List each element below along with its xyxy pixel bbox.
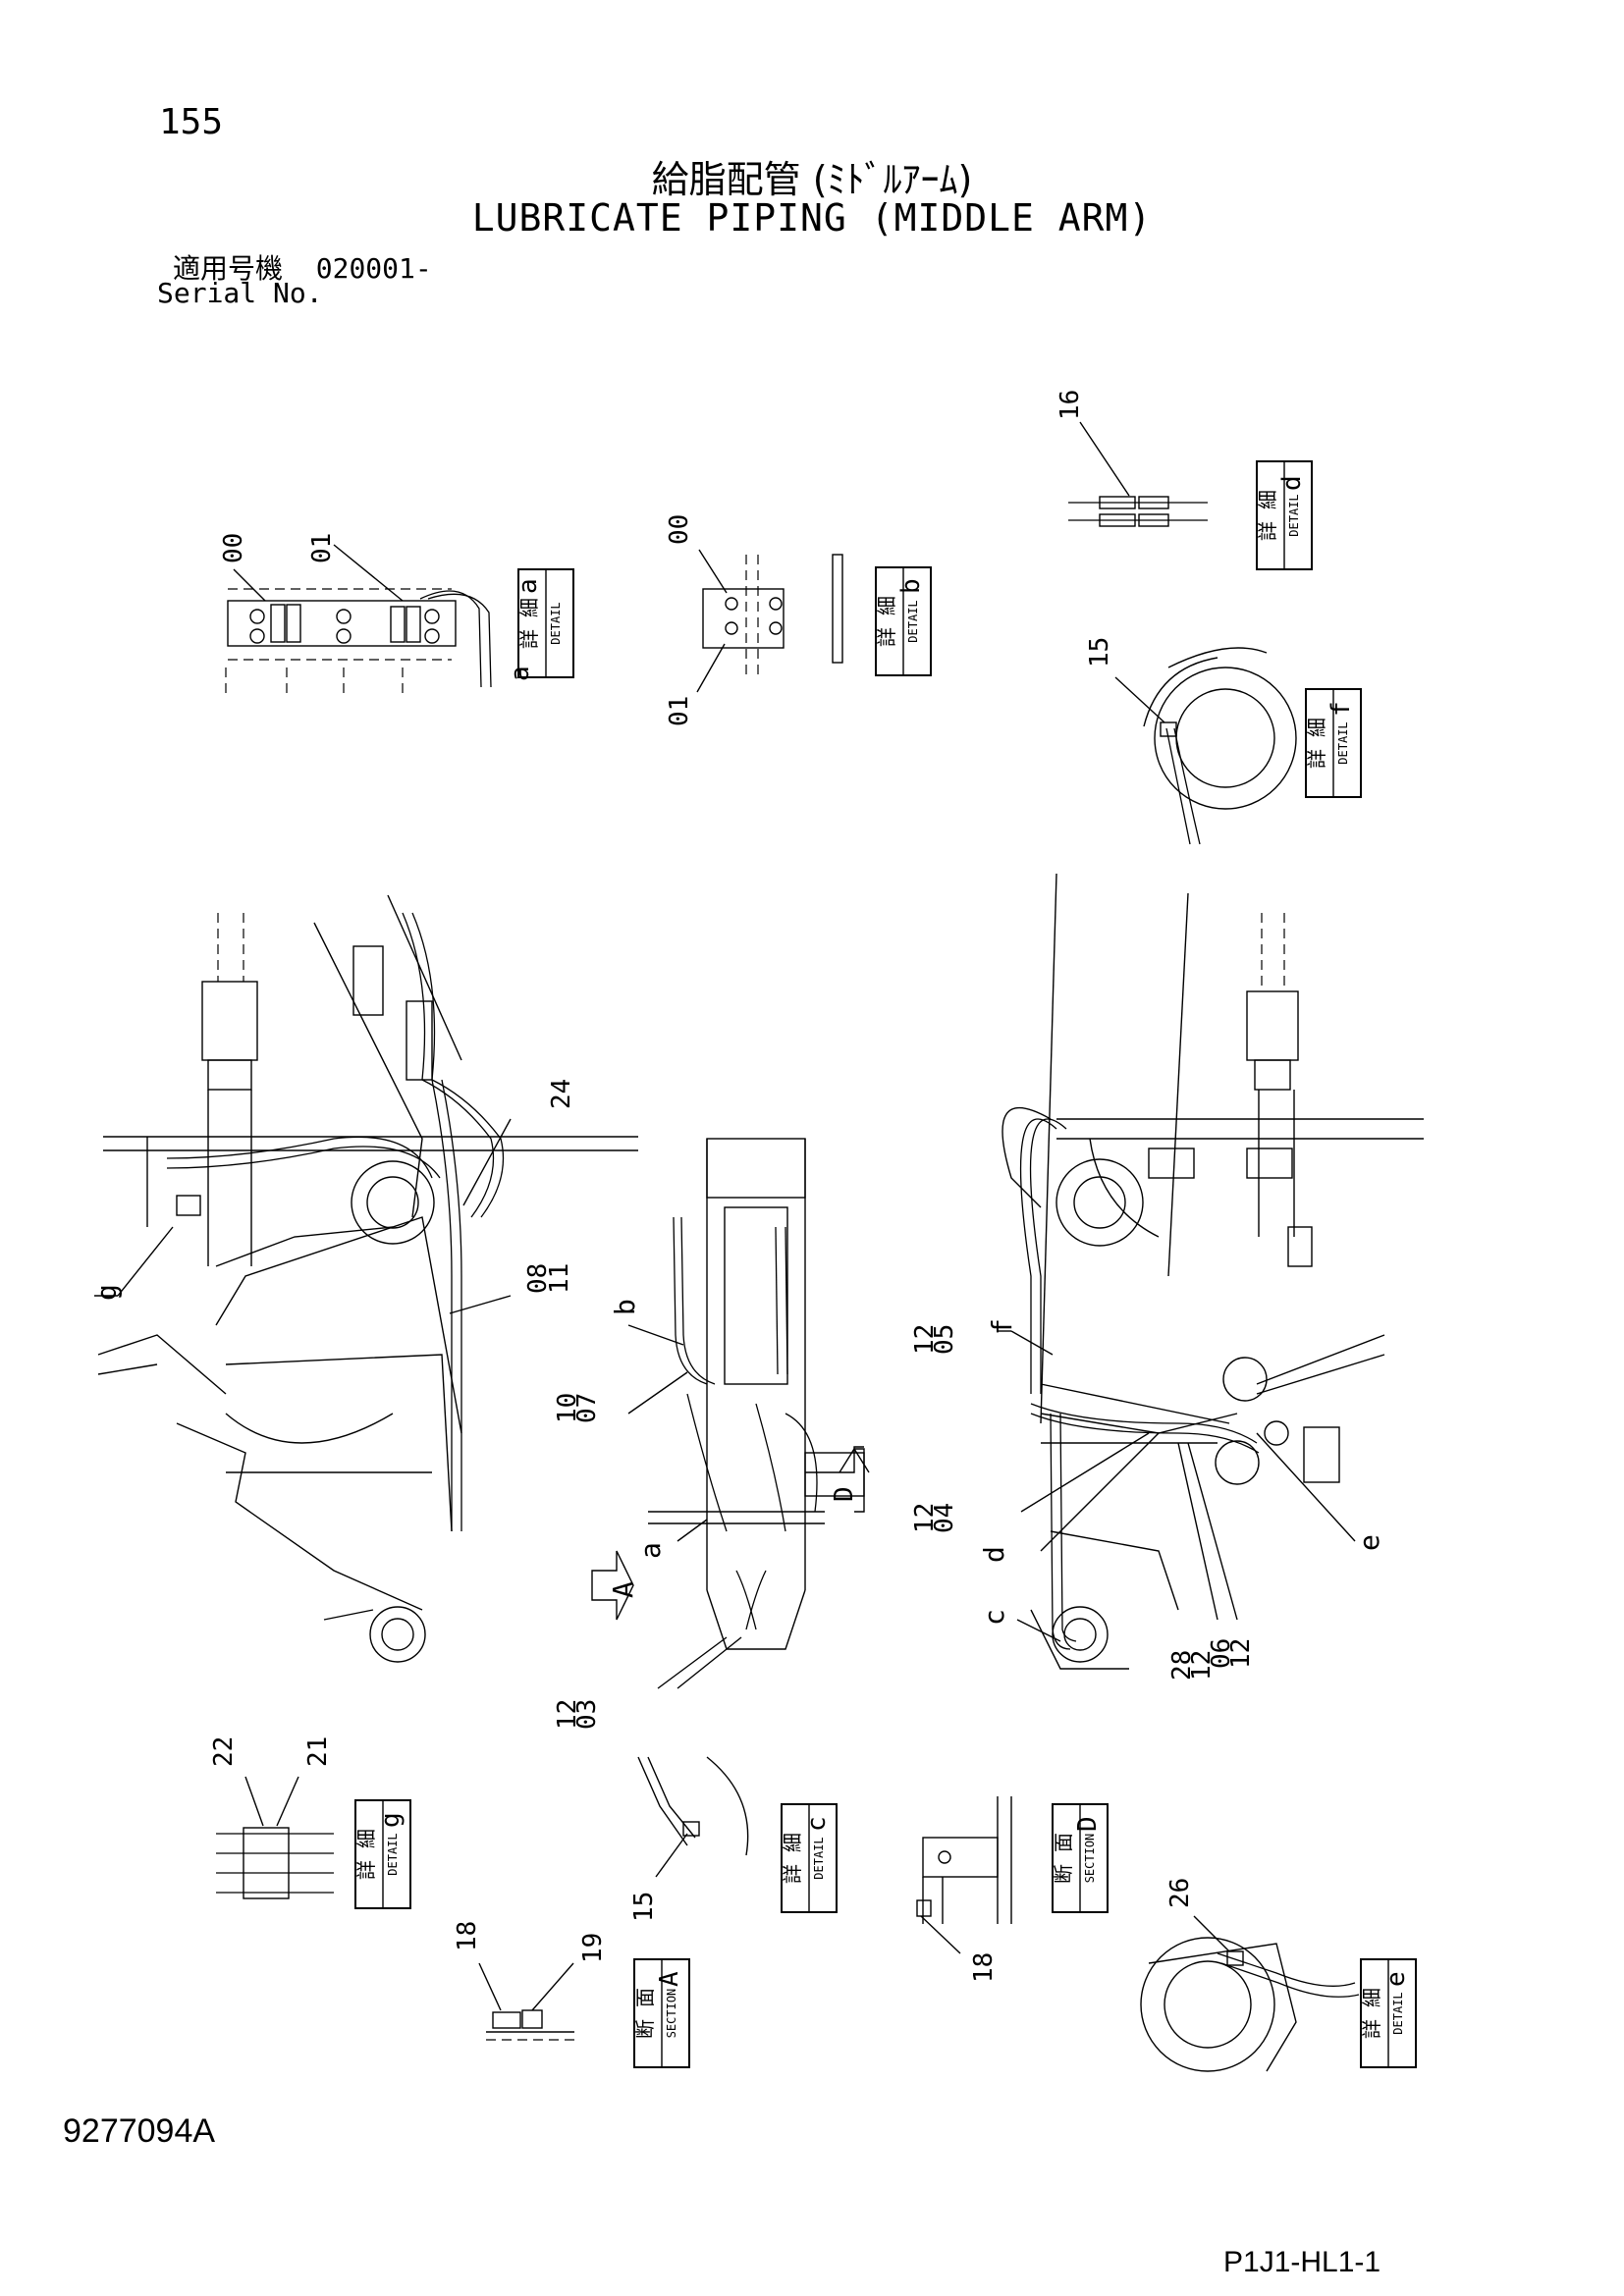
detail-box-d: 詳 細 DETAIL xyxy=(1256,460,1313,570)
detail-box-a: 詳 細 DETAIL a xyxy=(506,568,574,681)
detail-b-view xyxy=(696,549,843,693)
svg-text:詳 細: 詳 細 xyxy=(1305,718,1328,769)
svg-text:断 面: 断 面 xyxy=(633,1988,657,2039)
callout-12-c: 12 xyxy=(910,1503,940,1533)
serial-label-en: Serial No. xyxy=(157,277,323,309)
section-letter-D: D xyxy=(1073,1816,1103,1832)
detail-d-view xyxy=(1068,421,1208,527)
detail-a-view xyxy=(225,544,492,695)
callout-24: 24 xyxy=(547,1079,576,1109)
serial-number-line: 適用号機 020001- xyxy=(173,247,432,287)
callout-22: 22 xyxy=(209,1736,239,1767)
detail-letter-f: f xyxy=(1326,701,1356,717)
callout-28: 28 xyxy=(1167,1650,1197,1681)
left-arm-view xyxy=(94,894,638,1663)
callout-10: 10 xyxy=(553,1393,582,1423)
callout-08: 08 xyxy=(523,1263,553,1294)
right-arm-view xyxy=(998,873,1424,1670)
detail-letter-d: d xyxy=(1277,475,1307,491)
svg-text:DETAIL: DETAIL xyxy=(812,1837,826,1879)
label-f: f xyxy=(986,1318,1018,1335)
svg-text:詳 細: 詳 細 xyxy=(1360,1988,1383,2039)
section-marker-D xyxy=(839,1447,870,1513)
detail-box-b: 詳 細 DETAIL xyxy=(875,566,932,676)
section-box-A: 断 面 SECTION xyxy=(633,1958,690,2068)
section-box-D: 断 面 SECTION xyxy=(1052,1803,1109,1913)
title-japanese: 給脂配管 (ﾐﾄﾞﾙｱｰﾑ) xyxy=(651,158,973,201)
detail-letter-a: a xyxy=(514,578,543,594)
label-b: b xyxy=(609,1299,641,1315)
svg-text:詳 細: 詳 細 xyxy=(1256,490,1279,541)
callout-15-c: 15 xyxy=(629,1892,659,1922)
detail-letter-g: g xyxy=(376,1812,406,1828)
svg-text:DETAIL: DETAIL xyxy=(906,600,920,642)
svg-text:a: a xyxy=(506,666,535,681)
detail-box-f: 詳 細 DETAIL xyxy=(1305,688,1362,798)
detail-box-e: 詳 細 DETAIL xyxy=(1360,1958,1417,2068)
serial-label-jp: 適用号機 xyxy=(173,252,284,285)
center-top-view xyxy=(591,1138,865,1689)
callout-11: 11 xyxy=(545,1263,574,1294)
callout-21: 21 xyxy=(303,1736,333,1767)
svg-text:詳 細: 詳 細 xyxy=(354,1829,378,1880)
section-marker-D-label: D xyxy=(830,1486,859,1502)
detail-letter-c: c xyxy=(802,1816,832,1832)
callout-26: 26 xyxy=(1165,1878,1195,1908)
svg-text:詳 細: 詳 細 xyxy=(875,596,898,647)
svg-text:詳 細: 詳 細 xyxy=(781,1833,804,1884)
svg-text:DETAIL: DETAIL xyxy=(386,1833,400,1875)
svg-text:DETAIL: DETAIL xyxy=(1287,494,1301,536)
callout-16: 16 xyxy=(1056,390,1085,420)
callout-00-a: 00 xyxy=(219,533,248,563)
detail-box-g: 詳 細 DETAIL xyxy=(354,1799,411,1909)
svg-text:SECTION: SECTION xyxy=(665,1989,678,2039)
title-english: LUBRICATE PIPING (MIDDLE ARM) xyxy=(471,196,1153,240)
callout-03: 03 xyxy=(572,1699,602,1730)
callout-00-b: 00 xyxy=(665,514,694,545)
svg-text:DETAIL: DETAIL xyxy=(549,602,563,644)
sheet-code: P1J1-HL1-1 xyxy=(1223,2246,1381,2278)
callout-01-a: 01 xyxy=(307,533,337,563)
serial-value: 020001- xyxy=(315,252,432,285)
callout-18-a: 18 xyxy=(453,1921,482,1951)
callout-12-b: 12 xyxy=(910,1324,940,1355)
svg-text:SECTION: SECTION xyxy=(1083,1834,1097,1884)
drawing-number: 9277094A xyxy=(63,2112,216,2150)
detail-e-view xyxy=(1140,1915,1360,2072)
label-e: e xyxy=(1353,1534,1385,1551)
detail-c-view xyxy=(637,1756,749,1878)
svg-text:断 面: 断 面 xyxy=(1052,1833,1075,1884)
callout-19: 19 xyxy=(578,1933,608,1963)
callout-12-a: 12 xyxy=(553,1699,582,1730)
callout-18-d: 18 xyxy=(969,1952,999,1983)
callout-06: 06 xyxy=(1207,1638,1236,1669)
detail-letter-e: e xyxy=(1381,1971,1411,1987)
detail-g-view xyxy=(216,1776,334,1899)
svg-text:詳 細: 詳 細 xyxy=(517,598,541,649)
section-D-view xyxy=(916,1796,1012,1954)
section-A-view xyxy=(478,1962,574,2041)
label-g: g xyxy=(90,1284,123,1301)
detail-letter-b: b xyxy=(896,578,926,594)
label-c: c xyxy=(978,1609,1010,1626)
callout-15-f: 15 xyxy=(1085,637,1114,667)
detail-f-view xyxy=(1114,647,1297,845)
section-marker-A: A xyxy=(607,1581,639,1598)
label-a: a xyxy=(634,1542,667,1559)
svg-text:DETAIL: DETAIL xyxy=(1336,721,1350,764)
callout-04: 04 xyxy=(930,1503,959,1533)
callout-07: 07 xyxy=(572,1393,602,1423)
callout-05: 05 xyxy=(930,1324,959,1355)
label-d: d xyxy=(978,1546,1010,1563)
page-number: 155 xyxy=(159,102,224,142)
section-letter-A: A xyxy=(655,1971,684,1987)
callout-12-e: 12 xyxy=(1226,1638,1256,1669)
detail-box-c: 詳 細 DETAIL xyxy=(781,1803,838,1913)
callout-12-d: 12 xyxy=(1187,1650,1217,1681)
svg-text:DETAIL: DETAIL xyxy=(1391,1992,1405,2034)
callout-01-b: 01 xyxy=(665,696,694,726)
